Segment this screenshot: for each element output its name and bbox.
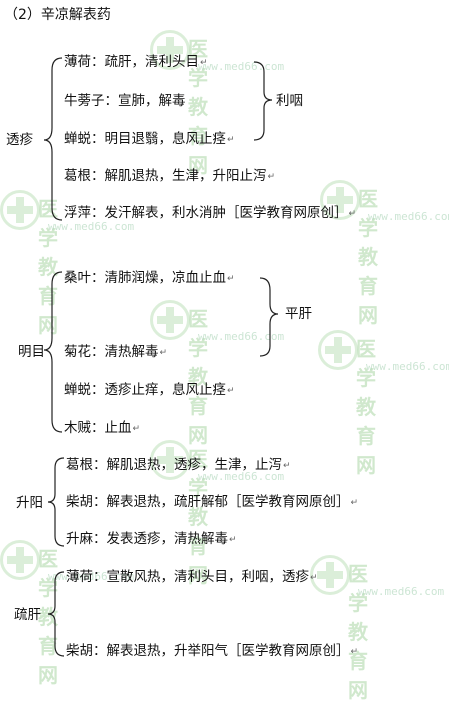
left-brace-section-3 [47, 457, 65, 547]
left-brace-section-4 [47, 571, 65, 657]
return-mark-icon: ↵ [310, 573, 318, 583]
return-mark-icon: ↵ [200, 58, 208, 68]
item-text: 浮萍：发汗解表，利水消肿［医学教育网原创］ [64, 205, 348, 221]
section-label-4: 疏肝 [14, 607, 41, 623]
return-mark-icon: ↵ [267, 172, 276, 182]
right-brace-section-1 [253, 61, 273, 141]
item-text: 葛根：解肌退热，生津，升阳止泻 [64, 168, 267, 184]
section-label-1: 透疹 [6, 132, 33, 148]
section-label-3: 升阳 [16, 495, 43, 511]
item-text: 升麻：发表透疹，清热解毒 [66, 531, 228, 547]
list-item: 蝉蜕：透疹止痒，息风止痉↵ [64, 381, 235, 400]
return-mark-icon: ↵ [227, 274, 235, 284]
list-item: 浮萍：发汗解表，利水消肿［医学教育网原创］↵ [64, 204, 356, 223]
return-mark-icon: ↵ [159, 348, 168, 358]
item-text: 蝉蜕：透疹止痒，息风止痉 [64, 382, 226, 398]
return-mark-icon: ↵ [348, 209, 357, 219]
item-text: 桑叶：清肺润燥，凉血止血 [64, 270, 226, 286]
return-mark-icon: ↵ [227, 135, 235, 145]
item-text: 蝉蜕：明目退翳，息风止痉 [64, 131, 226, 147]
item-text: 葛根：解肌退热，透疹，生津，止泻 [66, 457, 282, 473]
return-mark-icon: ↵ [283, 461, 291, 471]
return-mark-icon: ↵ [132, 424, 141, 434]
item-text: 柴胡：解表退热，疏肝解郁［医学教育网原创］ [66, 494, 350, 510]
item-text: 木贼：止血 [64, 420, 132, 436]
return-mark-icon: ↵ [229, 535, 237, 545]
return-mark-icon: ↵ [350, 647, 359, 657]
list-item: 葛根：解肌退热，生津，升阳止泻↵ [64, 167, 275, 186]
item-text: 菊花：清热解毒 [64, 344, 159, 360]
list-item: 桑叶：清肺润燥，凉血止血↵ [64, 269, 235, 288]
list-item: 柴胡：解表退热，疏肝解郁［医学教育网原创］↵ [66, 493, 358, 512]
list-item: 升麻：发表透疹，清热解毒↵ [66, 530, 237, 549]
group-label-1: 利咽 [276, 93, 303, 109]
section-heading: （2）辛凉解表药 [4, 7, 111, 23]
group-label-2: 平肝 [285, 306, 312, 322]
right-brace-section-2 [259, 277, 279, 357]
list-item: 牛蒡子：宣肺，解毒 [64, 92, 186, 110]
item-text: 薄荷：疏肝，清利头目 [64, 54, 199, 70]
item-text: 薄荷：宣散风热，清利头目，利咽，透疹 [66, 569, 309, 585]
left-brace-section-2 [43, 271, 63, 433]
return-mark-icon: ↵ [350, 498, 359, 508]
item-text: 牛蒡子：宣肺，解毒 [64, 93, 186, 109]
left-brace-section-1 [43, 57, 63, 221]
bracket-lines [43, 57, 279, 657]
item-text: 柴胡：解表退热，升举阳气［医学教育网原创］ [66, 643, 350, 659]
list-item: 柴胡：解表退热，升举阳气［医学教育网原创］↵ [66, 642, 358, 661]
section-label-2: 明目 [18, 344, 45, 360]
list-item: 菊花：清热解毒↵ [64, 343, 167, 362]
list-item: 薄荷：宣散风热，清利头目，利咽，透疹↵ [66, 568, 318, 587]
list-item: 薄荷：疏肝，清利头目↵ [64, 53, 208, 72]
list-item: 蝉蜕：明目退翳，息风止痉↵ [64, 130, 235, 149]
list-item: 木贼：止血↵ [64, 419, 140, 438]
return-mark-icon: ↵ [227, 386, 235, 396]
list-item: 葛根：解肌退热，透疹，生津，止泻↵ [66, 456, 291, 475]
